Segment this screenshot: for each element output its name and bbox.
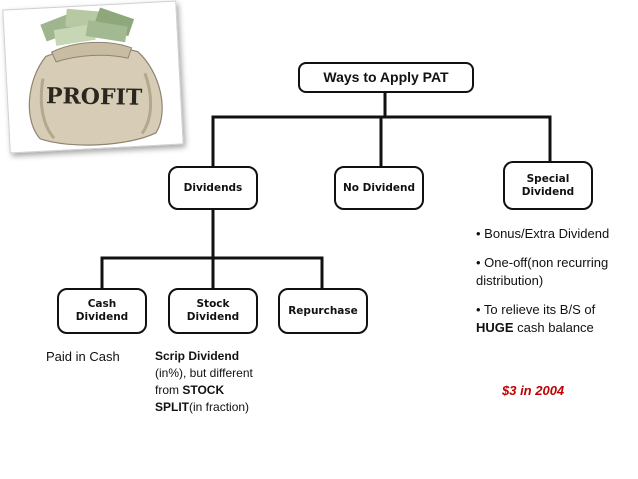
scrip-line2-a: from bbox=[155, 383, 183, 397]
scrip-line3-b: (in fraction) bbox=[189, 400, 250, 414]
bullet-relieve-c: cash balance bbox=[513, 320, 594, 335]
profit-bag-text: PROFIT bbox=[46, 83, 143, 111]
ways-to-apply-pat-node: Ways to Apply PAT bbox=[298, 62, 474, 93]
special-dividend-example: $3 in 2004 bbox=[502, 383, 565, 398]
scrip-line3: SPLIT(in fraction) bbox=[155, 399, 253, 416]
scrip-title: Scrip Dividend bbox=[155, 349, 240, 363]
scrip-dividend-note: Scrip Dividend (in%), but different from… bbox=[155, 348, 253, 416]
money-bag-icon: PROFIT bbox=[2, 0, 184, 154]
dividends-node: Dividends bbox=[168, 166, 258, 210]
scrip-line1: (in%), but different bbox=[155, 366, 253, 380]
bullet-relieve-a: • To relieve its B/S of bbox=[476, 302, 596, 317]
bullet-one-off: • One-off(non recurring distribution) bbox=[476, 255, 609, 288]
scrip-line3-a: SPLIT bbox=[155, 400, 190, 414]
stock-dividend-node: Stock Dividend bbox=[168, 288, 258, 334]
repurchase-node: Repurchase bbox=[278, 288, 368, 334]
bullet-relieve: • To relieve its B/S of HUGE cash balanc… bbox=[476, 301, 636, 337]
scrip-line2-b: STOCK bbox=[182, 383, 225, 397]
scrip-line2: from STOCK bbox=[155, 382, 253, 399]
special-dividend-bullets: • Bonus/Extra Dividend • One-off(non rec… bbox=[476, 225, 636, 348]
no-dividend-node: No Dividend bbox=[334, 166, 424, 210]
cash-note: Paid in Cash bbox=[46, 349, 120, 364]
cash-dividend-node: Cash Dividend bbox=[57, 288, 147, 334]
special-dividend-node: Special Dividend bbox=[503, 161, 593, 210]
bullet-bonus: • Bonus/Extra Dividend bbox=[476, 226, 610, 241]
bullet-relieve-b: HUGE bbox=[476, 320, 514, 335]
